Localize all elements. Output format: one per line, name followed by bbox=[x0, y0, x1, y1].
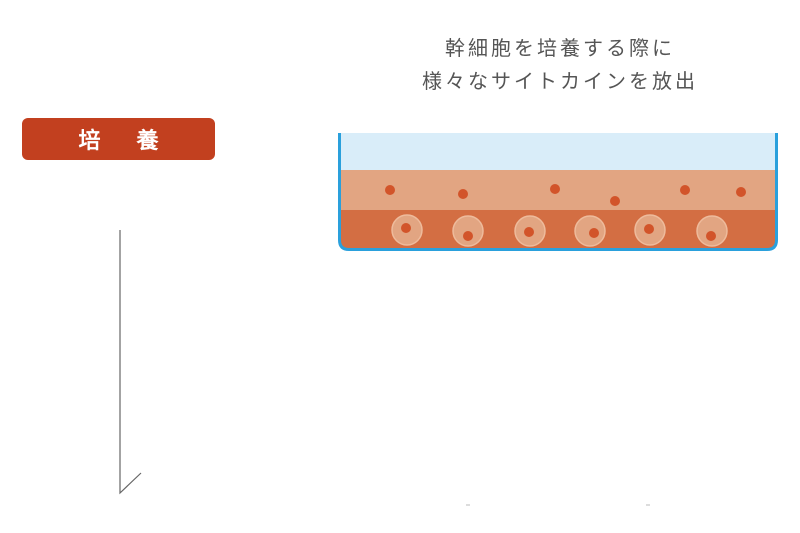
diagram-caption: 幹細胞を培養する際に 様々なサイトカインを放出 bbox=[380, 32, 740, 98]
cytokine-dot-icon bbox=[680, 185, 690, 195]
cytokine-dot-icon bbox=[550, 184, 560, 194]
cell-layer bbox=[339, 210, 777, 249]
cytokine-dot-icon bbox=[458, 189, 468, 199]
culture-dish bbox=[338, 133, 778, 251]
cytokines bbox=[385, 184, 746, 206]
stem-cell-icon bbox=[452, 215, 484, 247]
stem-cell-icon bbox=[391, 214, 423, 246]
cytokine-dot-icon bbox=[610, 196, 620, 206]
culture-medium bbox=[339, 133, 777, 171]
cytokine-dot-icon bbox=[385, 185, 395, 195]
stem-cell-icon bbox=[634, 214, 666, 246]
caption-line-2: 様々なサイトカインを放出 bbox=[422, 69, 698, 93]
timeline-arrow-icon bbox=[119, 230, 142, 495]
stem-cells bbox=[391, 214, 728, 247]
stem-cell-icon bbox=[574, 215, 606, 247]
stage-label-culture: 培養 bbox=[22, 118, 215, 160]
dish-wall bbox=[338, 133, 778, 251]
stem-cell-icon bbox=[696, 215, 728, 247]
faint-mark bbox=[646, 504, 650, 506]
caption-line-1: 幹細胞を培養する際に bbox=[445, 36, 675, 60]
stem-cell-icon bbox=[514, 215, 546, 247]
cytokine-dot-icon bbox=[736, 187, 746, 197]
faint-mark bbox=[466, 504, 470, 506]
